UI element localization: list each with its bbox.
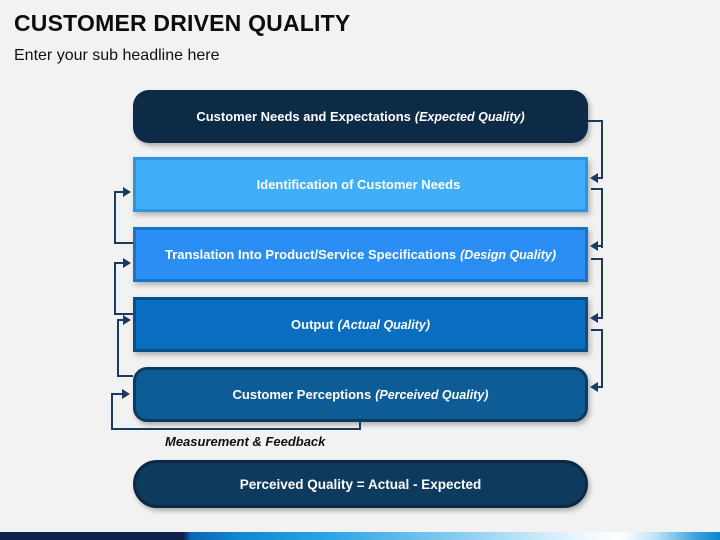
connector-l3-vertical: [117, 319, 119, 377]
flow-box-customer-needs: Customer Needs and Expectations (Expecte…: [133, 90, 588, 143]
flow-box-customer-perceptions: Customer Perceptions (Perceived Quality): [133, 367, 588, 422]
connector-r2-exit: [591, 188, 603, 190]
arrow-left-icon: [590, 241, 598, 251]
feedback-label: Measurement & Feedback: [165, 434, 326, 449]
flow-box-output: Output (Actual Quality): [133, 297, 588, 352]
connector-r3-exit: [591, 258, 603, 260]
box-annotation: (Design Quality): [460, 247, 556, 262]
connector-r4-exit: [591, 329, 603, 331]
arrow-right-icon: [123, 187, 131, 197]
page-subtitle: Enter your sub headline here: [14, 47, 220, 64]
box-label: Customer Needs and Expectations: [196, 109, 411, 124]
connector-l1-vertical: [114, 191, 116, 244]
box-label: Translation Into Product/Service Specifi…: [165, 247, 457, 262]
connector-r2-entry: [597, 245, 603, 247]
bottom-gradient-stripe: [0, 532, 720, 540]
flow-box-identification: Identification of Customer Needs: [133, 157, 588, 212]
feedback-loop-tick: [359, 421, 361, 430]
flow-box-translation: Translation Into Product/Service Specifi…: [133, 227, 588, 282]
arrow-right-icon: [122, 389, 130, 399]
arrow-right-icon: [123, 315, 131, 325]
connector-r1-exit: [588, 120, 603, 122]
arrow-left-icon: [590, 313, 598, 323]
box-annotation: (Perceived Quality): [375, 387, 489, 402]
connector-r4-entry: [597, 386, 603, 388]
box-label: Output: [291, 317, 334, 332]
feedback-loop-entry: [112, 393, 124, 395]
connector-r3-entry: [597, 317, 603, 319]
box-annotation: (Actual Quality): [337, 317, 430, 332]
connector-r2-vertical: [601, 188, 603, 248]
feedback-loop-vertical: [111, 393, 113, 430]
page-title: CUSTOMER DRIVEN QUALITY: [14, 10, 351, 36]
connector-r4-vertical: [601, 329, 603, 388]
arrow-left-icon: [590, 173, 598, 183]
connector-l2-top: [115, 262, 125, 264]
connector-r1-vertical: [601, 120, 603, 179]
connector-r1-entry: [597, 177, 603, 179]
connector-l3-top: [118, 319, 126, 321]
connector-l3-bottom: [118, 375, 133, 377]
connector-l2-vertical: [114, 262, 116, 315]
connector-l1-bottom: [115, 242, 133, 244]
formula-text: Perceived Quality = Actual - Expected: [239, 476, 482, 492]
connector-l2-bottom: [115, 313, 133, 315]
box-label: Identification of Customer Needs: [256, 177, 461, 192]
feedback-loop-horizontal: [111, 428, 361, 430]
box-annotation: (Expected Quality): [414, 109, 525, 124]
arrow-right-icon: [123, 258, 131, 268]
connector-r3-vertical: [601, 258, 603, 319]
box-label: Customer Perceptions: [232, 387, 372, 402]
connector-l1-top: [115, 191, 125, 193]
formula-pill: Perceived Quality = Actual - Expected: [133, 460, 588, 508]
arrow-left-icon: [590, 382, 598, 392]
